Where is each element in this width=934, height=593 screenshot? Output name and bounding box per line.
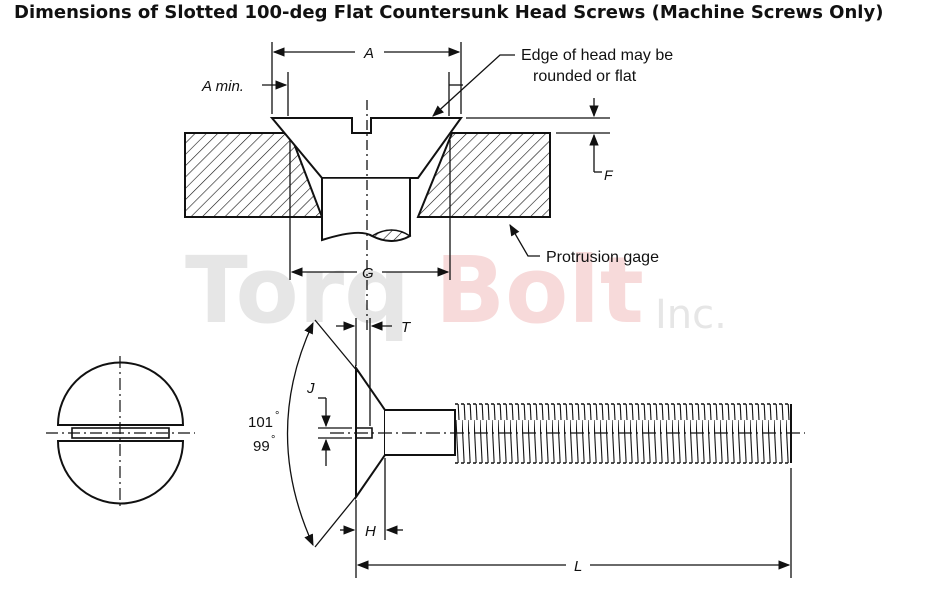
dim-A-min-label: A min. — [201, 78, 244, 95]
dim-F-label: F — [604, 167, 614, 183]
angle-max-label: 101 — [248, 414, 273, 431]
angle-min-label: 99 — [253, 438, 270, 455]
watermark-inc: Inc. — [655, 292, 727, 338]
side-view-dimensions — [286, 318, 792, 578]
dim-H-label: H — [365, 523, 376, 540]
dim-T-label: T — [401, 319, 412, 336]
protrusion-gage-view — [184, 117, 551, 242]
edge-note-line1: Edge of head may be — [521, 47, 673, 64]
protrusion-gage-label: Protrusion gage — [546, 249, 659, 266]
watermark-torq: Torq — [185, 237, 410, 344]
upper-dimensions — [262, 42, 610, 330]
page-title: Dimensions of Slotted 100-deg Flat Count… — [14, 2, 884, 23]
dim-A-label: A — [363, 45, 374, 62]
dim-G-label: G — [362, 265, 374, 282]
head-top-view — [46, 356, 195, 508]
dim-J-label: J — [306, 380, 315, 397]
screw-side-view — [330, 364, 805, 501]
angle-max-degree: ° — [275, 410, 279, 422]
edge-note-line2: rounded or flat — [533, 68, 637, 85]
angle-min-degree: ° — [271, 434, 275, 446]
gage-block-right — [416, 132, 551, 218]
dim-L-label: L — [574, 558, 582, 575]
shank-break — [370, 229, 412, 242]
watermark-bolt: Bolt — [435, 237, 644, 344]
